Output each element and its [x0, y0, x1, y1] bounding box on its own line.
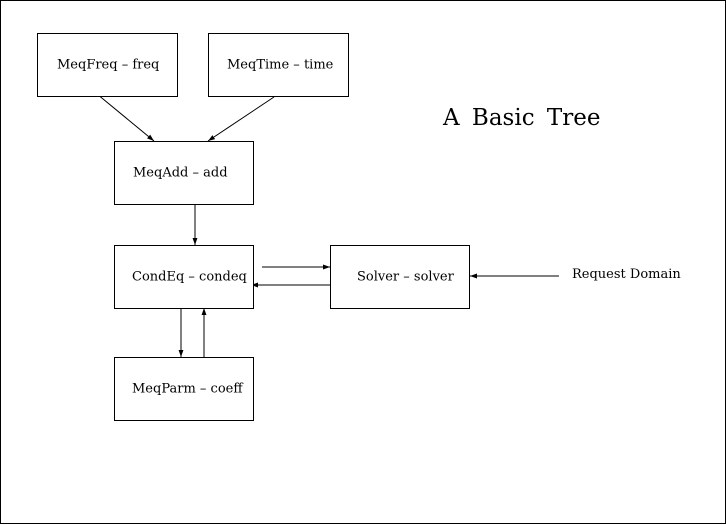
node-meqtime: MeqTime – time [208, 33, 349, 97]
node-solver: Solver – solver [330, 245, 470, 309]
node-meqadd-label: MeqAdd – add [133, 165, 228, 181]
node-meqparm-label: MeqParm – coeff [132, 381, 243, 397]
node-solver-label: Solver – solver [357, 269, 454, 285]
node-meqadd: MeqAdd – add [114, 141, 254, 205]
node-meqfreq: MeqFreq – freq [37, 33, 178, 97]
node-condeq-label: CondEq – condeq [132, 269, 247, 285]
edge-meqfreq-to-meqadd [96, 93, 155, 142]
request-domain-label: Request Domain [572, 267, 681, 282]
node-meqtime-label: MeqTime – time [227, 57, 334, 73]
diagram-title: A Basic Tree [443, 105, 601, 131]
edge-meqtime-to-meqadd [207, 96, 275, 142]
node-condeq: CondEq – condeq [114, 245, 254, 309]
node-meqparm: MeqParm – coeff [114, 357, 254, 421]
node-meqfreq-label: MeqFreq – freq [57, 57, 160, 73]
